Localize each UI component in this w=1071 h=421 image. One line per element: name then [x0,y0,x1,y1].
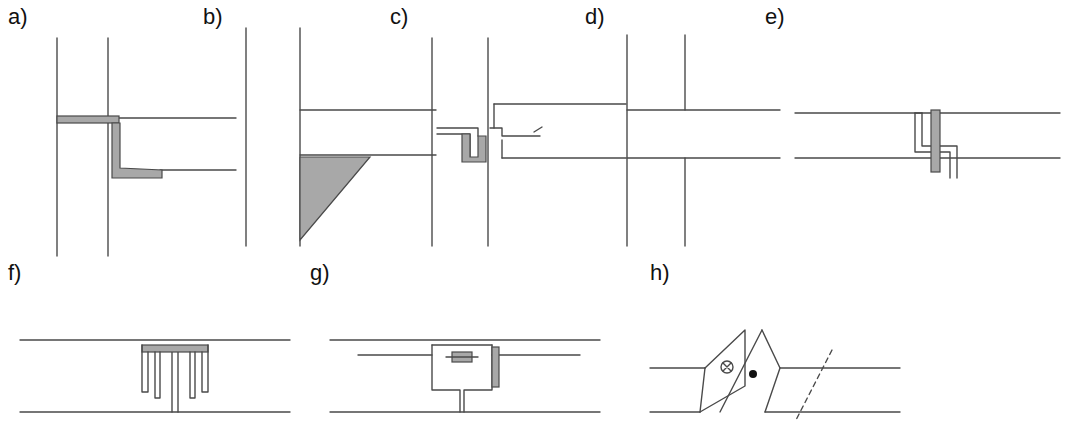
joint-h-sketch [650,330,900,420]
panel-letter: g) [310,262,330,284]
panel-letter: f) [8,262,21,284]
panel-letter: c) [390,6,408,28]
panel-letter: a) [8,6,28,28]
joint-g-sketch [330,340,600,412]
panel-letter: e) [765,6,785,28]
panel-letter: b) [203,6,223,28]
panel-letter: d) [585,6,605,28]
joint-e-sketch [795,110,1060,178]
joint-b-sketch [246,28,436,246]
joint-d-sketch [627,35,780,246]
joint-f-sketch [20,340,290,412]
panel-letter: h) [650,262,670,284]
joint-a-sketch [57,38,236,256]
joint-c-sketch [432,38,626,246]
